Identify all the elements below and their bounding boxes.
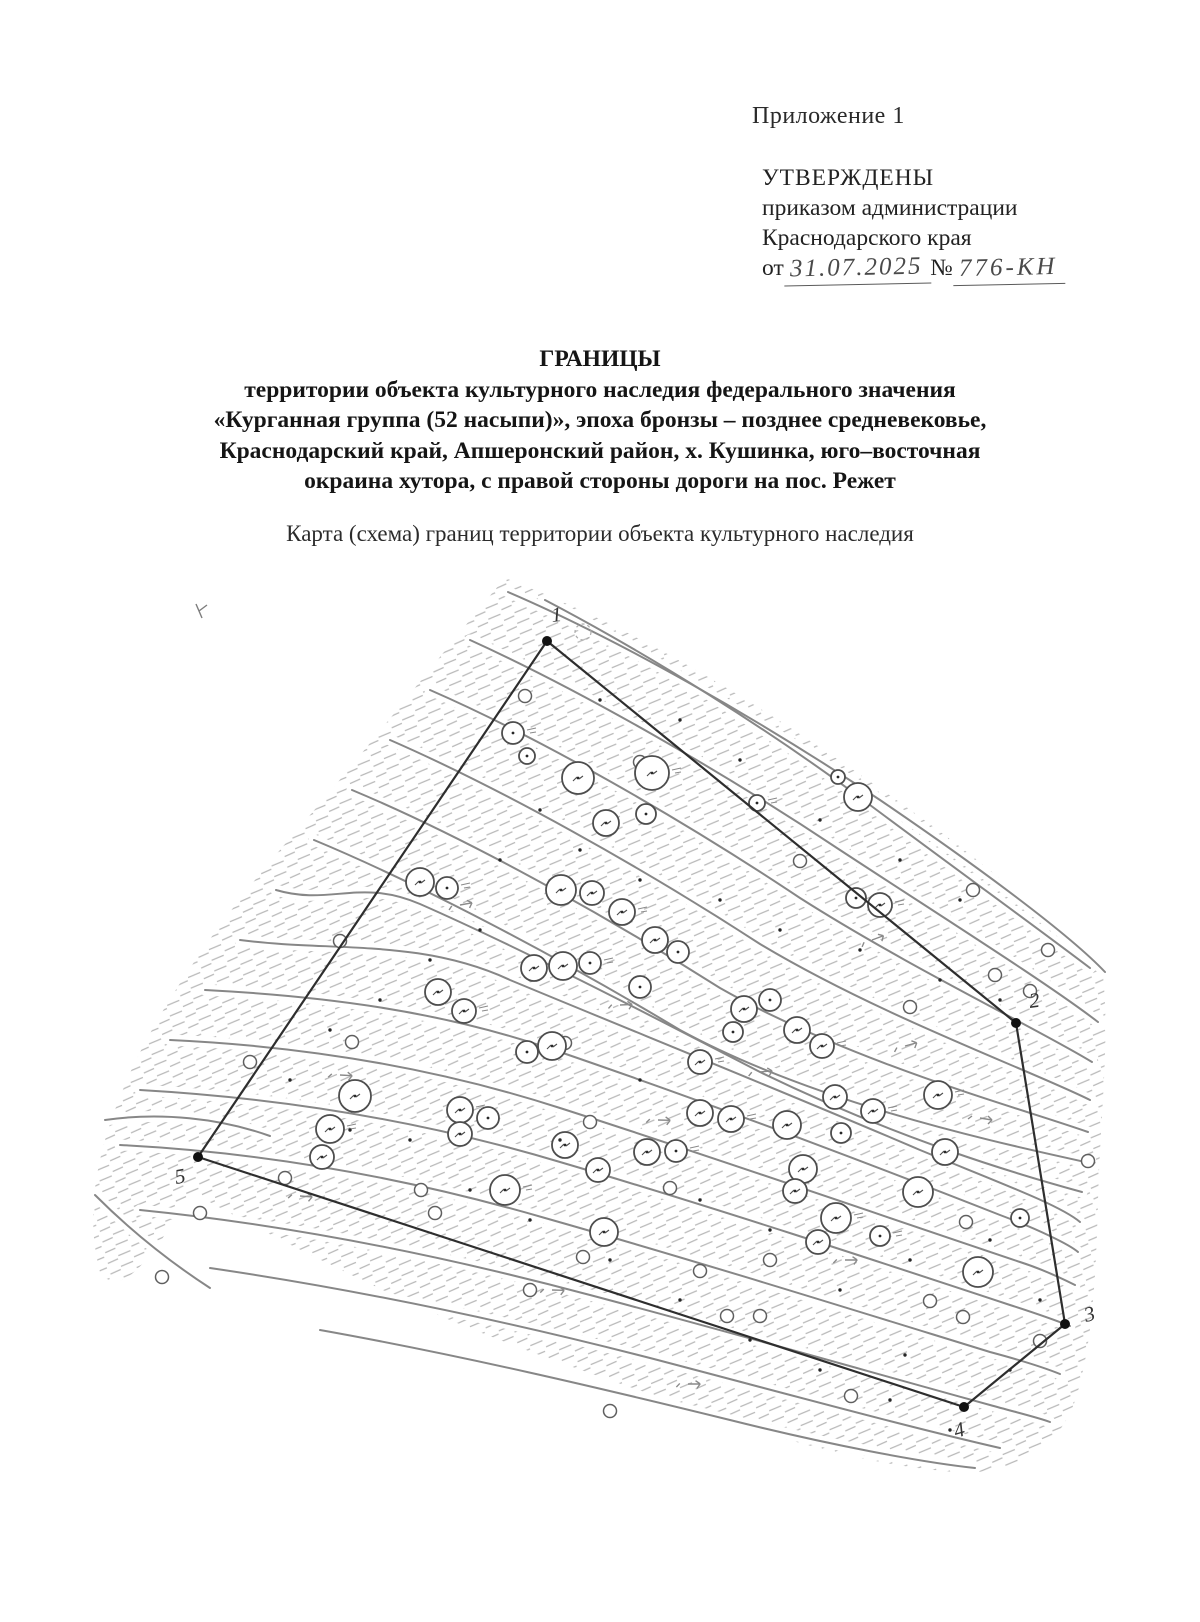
number-sign: №: [930, 255, 953, 281]
title-line-4: Краснодарский край, Апшеронский район, х…: [219, 437, 981, 464]
approval-line-order: приказом администрации: [762, 195, 1018, 221]
boundary-point-label-5: 5: [173, 1163, 188, 1188]
contour-elevation-marks: [287, 899, 993, 1389]
stray-scan-mark: [195, 603, 208, 619]
boundary-point-label-1: 1: [550, 602, 563, 627]
title-heading: ГРАНИЦЫ: [539, 346, 661, 372]
boundary-point-4: [959, 1402, 969, 1412]
boundary-vertices: [193, 636, 1070, 1412]
boundary-point-3: [1060, 1319, 1070, 1329]
tree-symbols: [154, 688, 1096, 1419]
title-line-2: территории объекта культурного наследия …: [244, 376, 956, 403]
approval-line-approved: УТВЕРЖДЕНЫ: [762, 165, 935, 191]
from-label: от: [762, 255, 784, 281]
map-caption: Карта (схема) границ территории объекта …: [286, 521, 914, 546]
handwritten-number: 776-КН: [952, 251, 1066, 287]
kurgan-mounds: [309, 721, 1030, 1288]
boundary-point-2: [1011, 1018, 1021, 1028]
appendix-label: Приложение 1: [752, 103, 905, 129]
boundary-point-label-3: 3: [1080, 1301, 1097, 1327]
document-title: ГРАНИЦЫ территории объекта культурного н…: [30, 344, 1170, 497]
approval-line-region: Краснодарского края: [762, 225, 972, 251]
boundary-point-5: [193, 1152, 203, 1162]
territory-boundary-line: [196, 639, 1067, 1409]
title-line-5: окраина хутора, с правой стороны дороги …: [304, 468, 896, 494]
faint-feature-circle: [574, 623, 592, 641]
approval-block: УТВЕРЖДЕНЫ приказом администрации Красно…: [762, 163, 1066, 287]
boundary-point-label-2: 2: [1027, 988, 1041, 1013]
title-line-3: «Курганная группа (52 насыпи)», эпоха бр…: [213, 407, 987, 433]
handwritten-date: 31.07.2025: [783, 251, 931, 287]
boundary-point-1: [542, 636, 552, 646]
